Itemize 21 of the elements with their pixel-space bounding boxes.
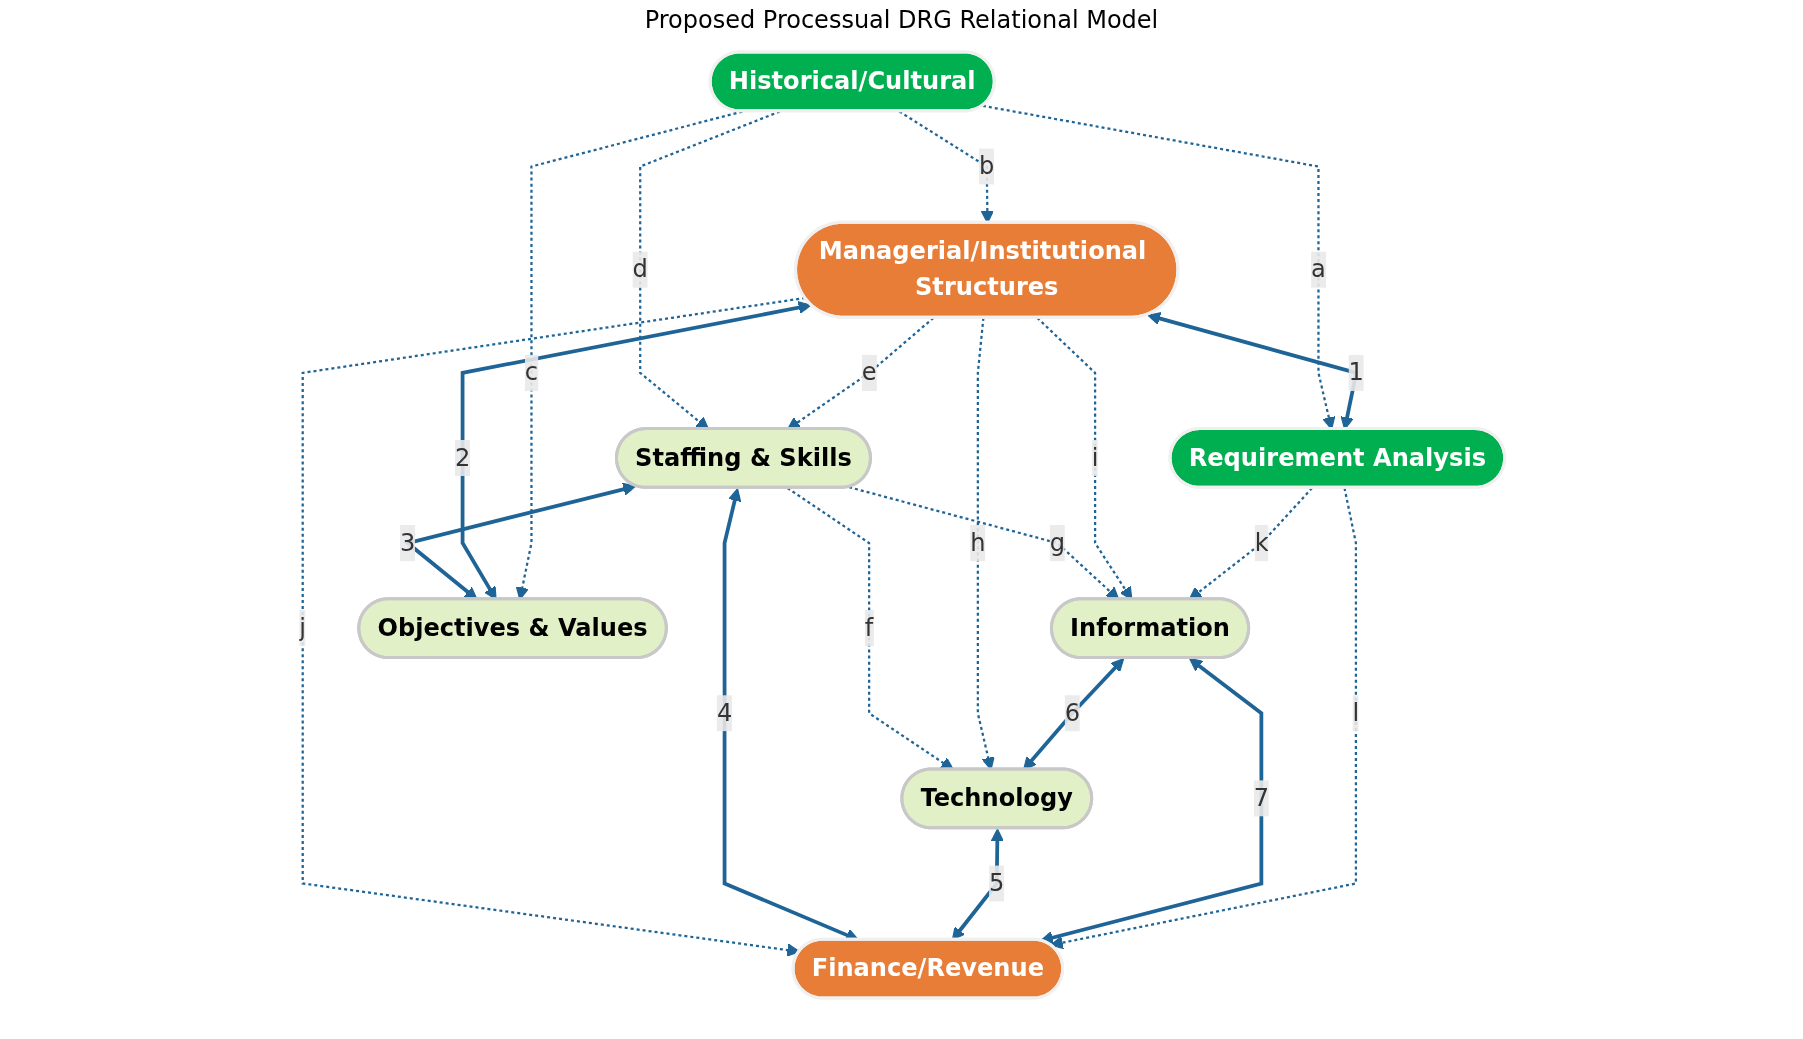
edge-label: g (1049, 528, 1065, 557)
edge-label: 2 (454, 442, 470, 472)
edge-label: 3 (399, 528, 415, 557)
edge-label: f (864, 613, 873, 642)
edge-label: 1 (1348, 357, 1364, 387)
edge-label: 6 (1064, 698, 1080, 727)
edge-label: h (969, 528, 985, 557)
edge-label: a (1310, 254, 1326, 284)
edge-label: i (1091, 442, 1098, 472)
diagram-title: Proposed Processual DRG Relational Model (643, 6, 1160, 34)
edge-label: k (1254, 528, 1269, 557)
edge-label: 5 (988, 868, 1004, 898)
arrow (1049, 487, 1357, 950)
edge-label: j (298, 613, 306, 642)
edge-label: c (524, 357, 538, 387)
edge-label: 4 (716, 698, 732, 727)
edge-label: 7 (1253, 783, 1269, 812)
edge-label: l (1352, 698, 1359, 727)
edge-label: e (861, 357, 877, 387)
edge-label: b (978, 151, 994, 181)
edge-label: d (632, 254, 648, 284)
